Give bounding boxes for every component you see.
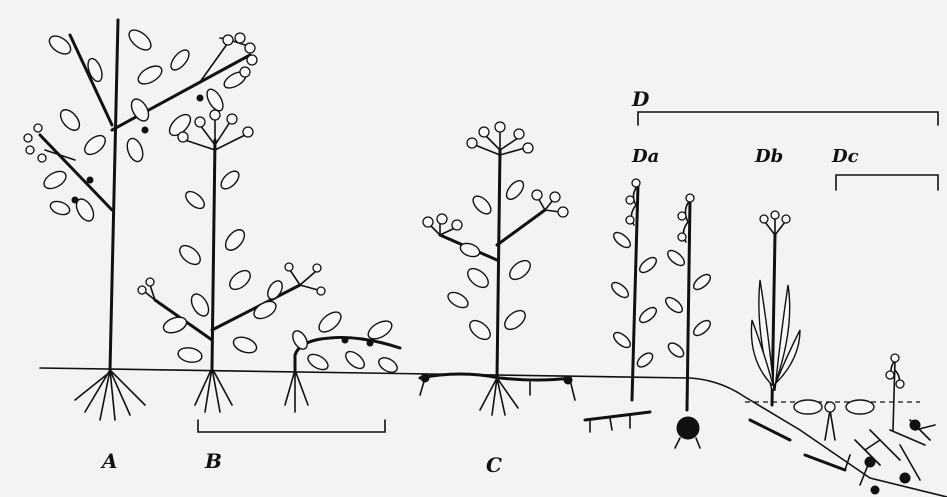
label-db: Db xyxy=(754,146,783,167)
label-a: A xyxy=(100,449,118,473)
label-c: C xyxy=(486,453,502,477)
label-dc: Dc xyxy=(831,146,859,167)
label-b: B xyxy=(204,449,222,473)
label-d: D xyxy=(631,87,650,111)
label-da: Da xyxy=(631,146,659,167)
